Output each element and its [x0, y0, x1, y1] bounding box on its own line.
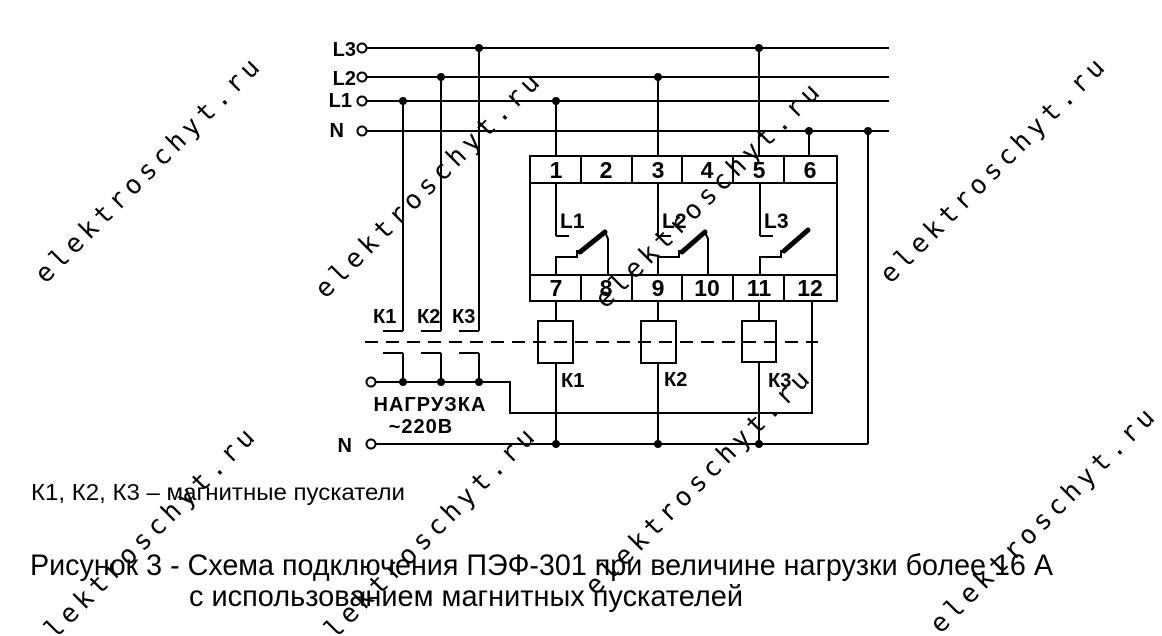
legend-text: К1, К2, К3 – магнитные пускатели — [31, 479, 405, 505]
terminal-strip-bottom: 7 8 9 10 11 12 — [550, 275, 823, 301]
rail-label-l2: L2 — [333, 68, 356, 90]
contact-label-k1: К1 — [373, 306, 396, 328]
phase-label: L3 — [764, 210, 789, 233]
contact-riser — [555, 250, 582, 275]
coil-label-k3: К3 — [768, 370, 791, 392]
terminal-number: 4 — [701, 157, 714, 183]
phase-switch-l2: L2 — [657, 183, 709, 275]
switch-blade — [781, 227, 811, 254]
phase-label: L1 — [560, 210, 585, 233]
load-name: НАГРУЗКА — [374, 394, 487, 416]
fixed-contact — [555, 183, 569, 237]
terminal-number: 11 — [747, 275, 772, 301]
rail-terminal-l1 — [356, 95, 368, 107]
rail-label-n: N — [330, 120, 344, 142]
rail-terminal-l3 — [356, 42, 368, 54]
watermark-text: elektroschyt.ru — [924, 399, 1162, 636]
neutral-label: N — [338, 435, 352, 457]
phase-label: L2 — [662, 210, 687, 233]
watermark-text: elektroschyt.ru — [874, 49, 1114, 289]
terminal-number: 2 — [600, 157, 613, 183]
fixed-contact — [657, 183, 671, 237]
load-terminal — [365, 376, 377, 388]
load-voltage: ~220В — [389, 416, 454, 438]
rail-label-l3: L3 — [333, 39, 356, 61]
device-feed-wires — [555, 48, 869, 444]
rail-terminal-n — [356, 125, 368, 137]
terminal-number: 8 — [600, 275, 613, 301]
contact-feed-wires — [402, 48, 480, 331]
fixed-contact — [759, 183, 773, 237]
terminal-number: 6 — [804, 157, 817, 183]
load-circuit: НАГРУЗКА ~220В — [365, 301, 813, 438]
switch-blade — [679, 229, 708, 255]
contact-label-k2: К2 — [417, 306, 440, 328]
rail-wires — [367, 47, 889, 132]
captions: К1, К2, К3 – магнитные пускатели Рисунок… — [30, 479, 1053, 613]
rail-terminal-l2 — [356, 71, 368, 83]
contact-k2-symbol — [421, 330, 442, 382]
terminal-number: 3 — [652, 157, 665, 183]
terminal-number: 5 — [753, 157, 766, 183]
top-strip-separators — [580, 156, 785, 183]
neutral-terminal — [365, 438, 377, 450]
contact-k3-symbol — [459, 330, 480, 382]
feeder-wires — [399, 44, 872, 444]
terminal-number: 1 — [550, 157, 563, 183]
terminal-number: 12 — [797, 275, 823, 301]
device-outline — [529, 155, 838, 302]
neutral-bus: N — [338, 435, 868, 457]
terminal-number: 9 — [652, 275, 665, 301]
watermark-text: elektroschyt.ru — [29, 49, 269, 289]
contact-drop — [604, 231, 609, 275]
contact-riser — [759, 250, 786, 275]
phase-switch-l1: L1 — [555, 183, 609, 275]
figure-caption-line2: с использованием магнитных пускателей — [189, 580, 743, 613]
contactor-coils: К1 К2 К3 — [537, 301, 791, 444]
terminal-strip-top: 1 2 3 4 5 6 — [550, 157, 817, 183]
coil-label-k2: К2 — [664, 369, 687, 391]
phase-switch-l3: L3 — [759, 183, 811, 275]
rail-label-l1: L1 — [329, 90, 352, 112]
contact-drop — [704, 231, 709, 275]
switch-blade — [577, 229, 608, 255]
coil-wires — [555, 301, 760, 444]
terminal-number: 7 — [550, 275, 563, 301]
contact-k1-symbol — [383, 330, 404, 382]
terminal-number: 10 — [694, 275, 720, 301]
device-box: 1 2 3 4 5 6 7 8 9 10 11 12 L1 L2 — [529, 155, 838, 302]
supply-rails: L3 L2 L1 N — [329, 39, 889, 142]
coil-label-k1: К1 — [561, 370, 584, 392]
contact-label-k3: К3 — [452, 306, 475, 328]
bottom-strip-separators — [580, 275, 785, 301]
watermark-layer: elektroschyt.ru elektroschyt.ru elektros… — [24, 49, 1162, 636]
contactor-contacts: К1 К2 К3 — [373, 306, 480, 382]
load-bus-wire — [375, 301, 813, 414]
figure-caption-line1: Рисунок 3 - Схема подключения ПЭФ-301 пр… — [30, 549, 1053, 582]
